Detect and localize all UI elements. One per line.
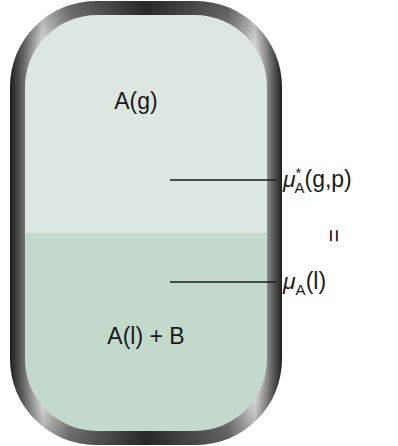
phase-label: A(g): [114, 88, 157, 115]
vessel-wall: [10, 1, 282, 445]
liquid-phase: [25, 233, 267, 431]
liquid-region: A(l) + B: [25, 233, 267, 433]
equality-sign: =: [319, 229, 347, 242]
chemical-potential-label: μ*A(g,p): [283, 166, 352, 194]
gas-phase: [25, 15, 267, 233]
leader-line: [170, 179, 276, 180]
phase-label: A(l) + B: [107, 323, 184, 350]
leader-line: [170, 281, 276, 282]
vessel-shade: [10, 1, 282, 445]
chemical-potential-label: μA(l): [283, 268, 326, 296]
gas-region: A(g): [25, 15, 267, 233]
